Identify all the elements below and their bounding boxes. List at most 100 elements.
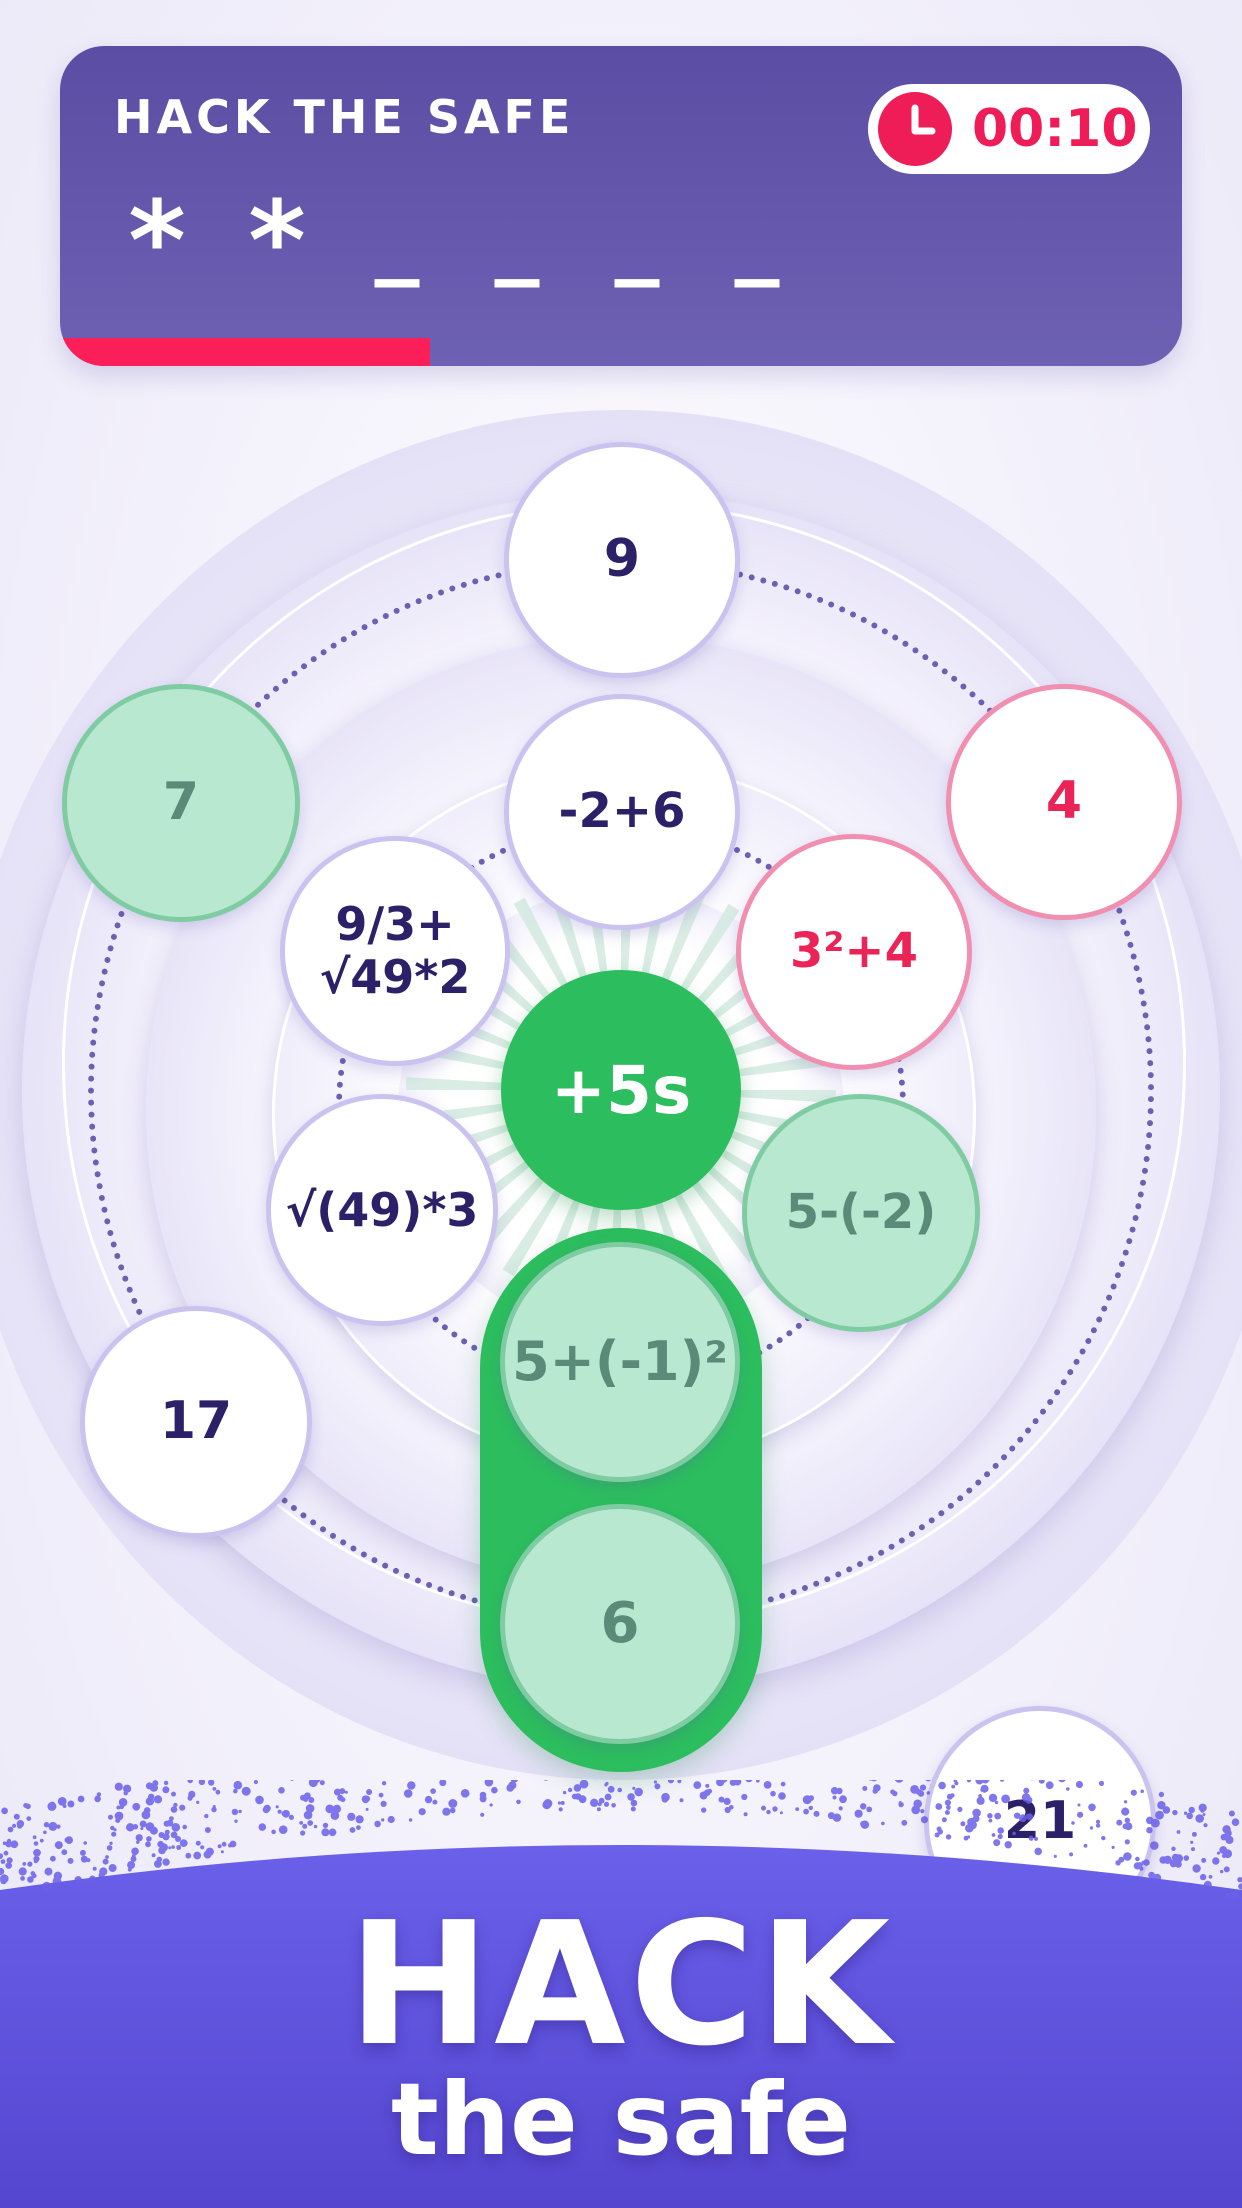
speckle: [772, 1806, 778, 1812]
speckle: [300, 1830, 306, 1836]
speckle: [966, 1780, 971, 1783]
speckle: [1191, 1847, 1195, 1852]
inner-node-5-minus-neg2[interactable]: 5-(-2): [742, 1094, 980, 1332]
speckle: [1163, 1855, 1172, 1864]
speckle: [102, 1858, 109, 1865]
speckle: [212, 1787, 217, 1791]
outer-node-4[interactable]: 4: [946, 684, 1182, 920]
speckle: [1190, 1840, 1194, 1844]
speckle: [114, 1811, 124, 1821]
speckle: [234, 1819, 238, 1823]
speckle: [1124, 1817, 1131, 1823]
inner-node-5-plus-neg1sq[interactable]: 5+(-1)²: [500, 1242, 740, 1482]
speckle: [994, 1800, 999, 1805]
speckle: [307, 1820, 314, 1826]
speckle: [480, 1812, 485, 1817]
speckle: [200, 1845, 205, 1850]
speckle: [151, 1853, 156, 1858]
speckle: [349, 1827, 356, 1833]
speckle: [171, 1791, 176, 1797]
outer-node-9[interactable]: 9: [504, 442, 740, 678]
speckle: [109, 1841, 113, 1845]
speckle: [162, 1833, 170, 1841]
speckle: [57, 1797, 67, 1806]
speckle: [442, 1807, 451, 1816]
speckle: [1075, 1780, 1083, 1789]
speckle: [262, 1806, 270, 1814]
speckle: [1155, 1810, 1164, 1820]
outer-node-7[interactable]: 7: [62, 684, 300, 922]
speckle: [33, 1841, 39, 1846]
speckle: [205, 1847, 214, 1856]
speckle: [20, 1876, 25, 1881]
safe-dial: 9 4 21 6 17 7 -2+6 3²+4 5-(-2) 5+(-1)² √…: [0, 400, 1242, 1938]
speckle: [1083, 1843, 1088, 1848]
speckle: [999, 1780, 1005, 1782]
speckle: [562, 1790, 567, 1795]
speckle: [871, 1780, 877, 1782]
speckle: [26, 1816, 32, 1821]
speckle: [196, 1800, 200, 1804]
speckle: [43, 1830, 47, 1835]
speckle: [1171, 1846, 1176, 1851]
inner-node-minus2-plus6[interactable]: -2+6: [504, 694, 740, 930]
burst-ray: [406, 1077, 502, 1090]
speckle: [1231, 1818, 1240, 1826]
speckle: [919, 1784, 927, 1791]
speckle: [756, 1780, 760, 1783]
speckle: [22, 1862, 27, 1866]
speckle: [936, 1826, 942, 1832]
speckle: [89, 1875, 96, 1882]
speckle: [988, 1793, 998, 1803]
speckle: [836, 1787, 843, 1795]
speckle: [1012, 1831, 1016, 1836]
speckle: [510, 1780, 519, 1783]
speckle: [679, 1798, 684, 1803]
speckle: [946, 1793, 953, 1800]
speckle: [3, 1850, 9, 1856]
speckle: [723, 1797, 731, 1805]
outer-node-17[interactable]: 17: [80, 1306, 312, 1538]
speckle: [92, 1866, 97, 1871]
speckle: [1150, 1841, 1159, 1850]
speckle: [171, 1845, 175, 1849]
speckle: [176, 1845, 182, 1850]
speckle: [42, 1881, 52, 1891]
speckle: [926, 1791, 931, 1795]
speckle: [1123, 1852, 1132, 1861]
speckle: [1069, 1852, 1074, 1857]
burst-ray: [681, 903, 740, 990]
inner-node-sqrt49-times3[interactable]: √(49)*3: [266, 1094, 498, 1326]
speckle: [33, 1848, 41, 1857]
speckle: [654, 1783, 661, 1790]
speckle: [938, 1781, 946, 1790]
speckle: [0, 1853, 4, 1859]
speckle: [7, 1826, 14, 1833]
speckle: [1224, 1829, 1232, 1837]
bonus-time-button[interactable]: +5s: [501, 970, 741, 1210]
speckle: [1146, 1816, 1154, 1825]
speckle: [574, 1793, 582, 1800]
speckle: [542, 1800, 552, 1810]
speckle: [94, 1795, 101, 1803]
speckle: [308, 1797, 315, 1803]
speckle: [149, 1826, 158, 1835]
speckle: [1191, 1831, 1197, 1837]
speckle: [74, 1876, 82, 1884]
speckle: [981, 1780, 989, 1784]
inner-node-9div3-plus-sqrt49x2[interactable]: 9/3+ √49*2: [280, 836, 510, 1066]
speckle: [148, 1793, 155, 1800]
speckle: [868, 1780, 873, 1781]
speckle: [27, 1861, 33, 1867]
speckle: [994, 1812, 1002, 1820]
speckle: [489, 1803, 493, 1807]
inner-node-3sq-plus4[interactable]: 3²+4: [736, 834, 972, 1070]
outer-node-6[interactable]: 6: [500, 1504, 740, 1744]
speckle: [110, 1825, 115, 1831]
speckle: [813, 1810, 820, 1817]
speckle: [170, 1831, 178, 1839]
speckle: [328, 1828, 337, 1837]
speckle: [719, 1780, 728, 1783]
speckle: [106, 1845, 113, 1851]
speckle: [1124, 1839, 1130, 1845]
